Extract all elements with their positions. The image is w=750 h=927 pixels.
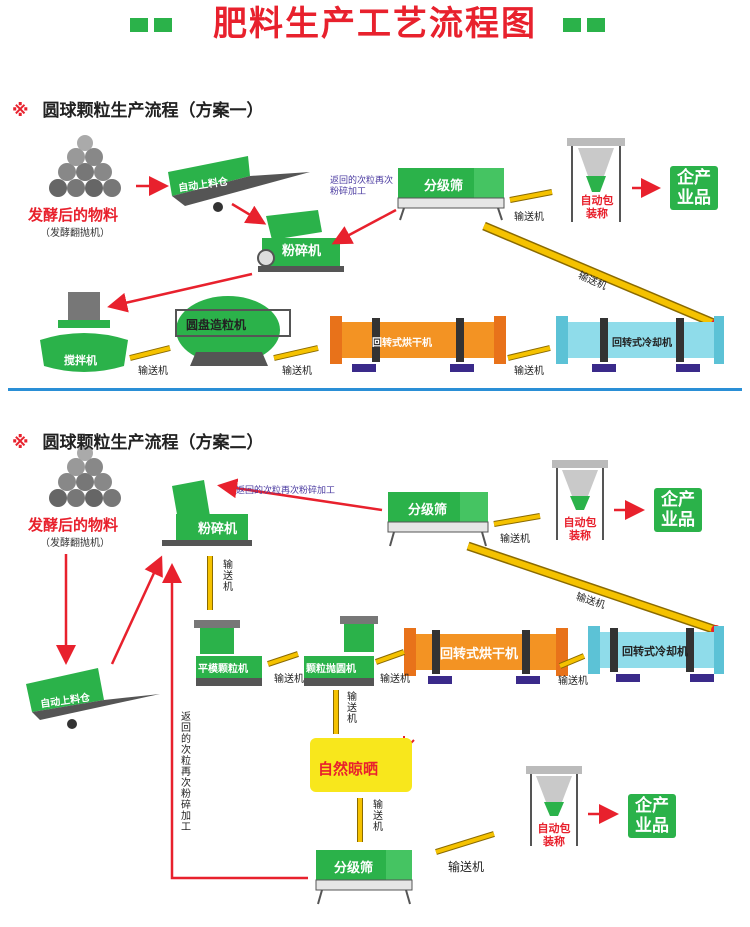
polisher-label: 颗粒抛圆机 <box>306 664 356 675</box>
material-pile-1 <box>49 135 121 197</box>
packer-1-shape <box>567 138 625 222</box>
mixer-label: 搅拌机 <box>64 354 97 367</box>
section-1-mark: ※ <box>12 101 29 121</box>
packer-2-label: 自动包装称 <box>563 516 597 542</box>
dryer-2-shape <box>404 628 568 684</box>
conveyor-1d-label: 输送机 <box>514 366 544 377</box>
material-pile-2 <box>49 445 121 507</box>
conveyor-1b-label: 输送机 <box>138 366 168 377</box>
conveyor-2f-label: 输送机 <box>558 676 588 687</box>
raw-material-2-label: 发酵后的物料 <box>28 516 119 534</box>
screener-3-label: 分级筛 <box>334 861 374 876</box>
crusher-2-label: 粉碎机 <box>198 522 238 537</box>
auto-feeder-1-shape <box>168 156 310 212</box>
conveyor-2i-label: 输送机 <box>448 860 485 874</box>
mixer-shape <box>40 292 128 372</box>
raw-material-2-sublabel: （发酵翻抛机） <box>40 538 110 549</box>
packer-3-shape <box>526 766 582 846</box>
raw-material-1-label: 发酵后的物料 <box>28 206 119 224</box>
title-square-left-1 <box>130 18 148 32</box>
conveyor-2g-label: 输送机 <box>347 692 357 725</box>
conveyor-2c-label: 输送机 <box>223 560 233 593</box>
title-square-right-1 <box>563 18 581 32</box>
title-square-right-2 <box>587 18 605 32</box>
small-conveyors-1 <box>129 189 553 361</box>
dryer-2-label: 回转式烘干机 <box>440 647 519 662</box>
flat-granulator-label: 平模颗粒机 <box>198 664 248 675</box>
screener-3-shape <box>315 850 413 905</box>
conveyor-2h-label: 输送机 <box>373 800 383 833</box>
crusher-2-shape <box>162 480 252 546</box>
section-2-mark: ※ <box>12 433 29 453</box>
return-note-1: 返回的次粒再次粉碎加工 <box>330 176 394 197</box>
section-2-heading-text: 圆球颗粒生产流程（方案二） <box>42 433 264 453</box>
title-square-left-2 <box>154 18 172 32</box>
dryer-1-label: 回转式烘干机 <box>372 338 432 349</box>
disc-granulator-shape <box>175 296 291 366</box>
conveyor-2e-label: 输送机 <box>380 674 410 685</box>
section-1-heading-text: 圆球颗粒生产流程（方案一） <box>42 101 264 121</box>
section-divider <box>8 388 742 391</box>
polisher-shape <box>304 616 378 686</box>
screener-1-shape <box>397 168 505 221</box>
cooler-1-shape <box>556 316 724 372</box>
small-conveyors-2 <box>207 513 586 855</box>
product-3: 企产业品 <box>628 794 676 838</box>
conveyor-1a-label: 输送机 <box>514 212 544 223</box>
screener-1-label: 分级筛 <box>424 179 464 194</box>
conveyor-2d-label: 输送机 <box>274 674 304 685</box>
flat-granulator-shape <box>194 620 262 686</box>
crusher-1-shape <box>257 210 344 272</box>
conveyor-1c-label: 输送机 <box>282 366 312 377</box>
section-1-heading: ※ 圆球颗粒生产流程（方案一） <box>12 96 264 121</box>
packer-1-label: 自动包装称 <box>580 194 614 220</box>
dryer-1-shape <box>330 316 506 372</box>
screener-2-label: 分级筛 <box>408 503 448 518</box>
auto-feeder-2-shape <box>26 668 160 729</box>
raw-material-1-sublabel: （发酵翻抛机） <box>40 228 110 239</box>
page-title: 肥料生产工艺流程图 <box>213 4 537 44</box>
return-note-2: 返回的次粒再次粉碎加工 <box>236 486 336 496</box>
screener-2-shape <box>387 492 489 547</box>
arrows-1 <box>107 176 661 313</box>
packer-2-shape <box>552 460 608 540</box>
incline-conveyor-2-shape <box>466 541 721 635</box>
return-note-vertical: 返回的次粒再次粉碎加工 <box>181 712 191 833</box>
disc-granulator-label: 圆盘造粒机 <box>186 318 247 332</box>
conveyor-2a-label: 输送机 <box>500 534 530 545</box>
sun-dry-label: 自然晾晒 <box>318 760 379 778</box>
cooler-1-label: 回转式冷却机 <box>612 338 672 349</box>
packer-3-label: 自动包装称 <box>537 822 571 848</box>
cooler-2-shape <box>588 626 724 682</box>
page-title-bar: 肥料生产工艺流程图 <box>0 4 750 44</box>
product-1: 企产业品 <box>670 166 718 210</box>
product-2: 企产业品 <box>654 488 702 532</box>
arrows-2 <box>56 478 645 880</box>
sun-dry-box: 自然晾晒 <box>310 738 412 792</box>
section-2-heading: ※ 圆球颗粒生产流程（方案二） <box>12 428 264 453</box>
cooler-2-label: 回转式冷却机 <box>622 645 688 658</box>
crusher-1-label: 粉碎机 <box>282 244 322 259</box>
